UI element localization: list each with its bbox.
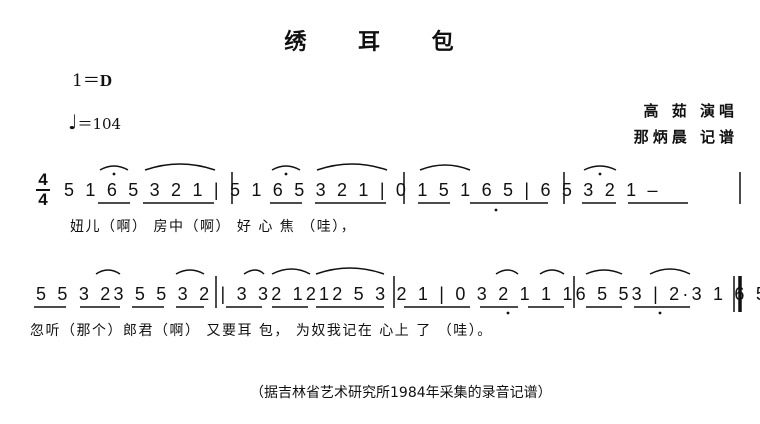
slur: [316, 163, 388, 171]
slur: [95, 269, 121, 275]
octave-dot: [598, 172, 602, 176]
key-value: D: [99, 71, 113, 90]
slur: [243, 269, 265, 275]
slur: [585, 269, 623, 275]
source-note: （据吉林省艺术研究所1984年采集的录音记谱）: [250, 385, 552, 401]
time-signature-divider: [36, 189, 50, 191]
slur: [495, 269, 519, 275]
slur: [175, 269, 205, 275]
singer-credit: 高 茹 演唱: [643, 102, 738, 120]
score-line-1-lyrics: 妞儿（啊） 房中（啊） 好 心 焦 （哇），: [70, 219, 357, 235]
slur: [144, 163, 216, 171]
tempo-value: ＝104: [77, 115, 122, 133]
octave-dot: [506, 311, 510, 315]
slur: [419, 164, 471, 171]
slur: [271, 165, 301, 171]
time-signature: 4 4: [36, 170, 50, 209]
slur: [271, 268, 311, 275]
quarter-note-icon: ♩: [68, 110, 78, 134]
octave-dot: [658, 311, 662, 315]
slur: [649, 268, 691, 275]
key-signature: 1＝D: [72, 66, 112, 91]
slur: [583, 165, 617, 171]
notation-credit: 那炳晨 记谱: [633, 128, 738, 146]
time-signature-bottom: 4: [38, 190, 48, 209]
score-line-2-lyrics: 忽听（那个）郎君（啊） 又要耳 包， 为奴我记在 心上 了 （哇）。: [30, 323, 493, 339]
tempo-marking: ♩＝104: [68, 110, 121, 134]
octave-dot: [112, 172, 116, 176]
slur: [99, 165, 129, 171]
octave-dot: [284, 172, 288, 176]
score-line-1-notes: 5 1 6 5 3 2 1 | 5 1 6 5 3 2 1 | 0 1 5 1 …: [64, 180, 661, 200]
key-label: 1＝: [72, 71, 100, 91]
octave-dot: [494, 208, 498, 212]
slur: [539, 269, 565, 275]
time-signature-top: 4: [38, 170, 48, 189]
slur: [315, 267, 385, 275]
score-line-2-notes: 5 5 3 23 5 5 3 2 | 3 32 1212 5 3 2 1 | 0…: [36, 284, 760, 304]
song-title: 绣 耳 包: [284, 30, 476, 55]
